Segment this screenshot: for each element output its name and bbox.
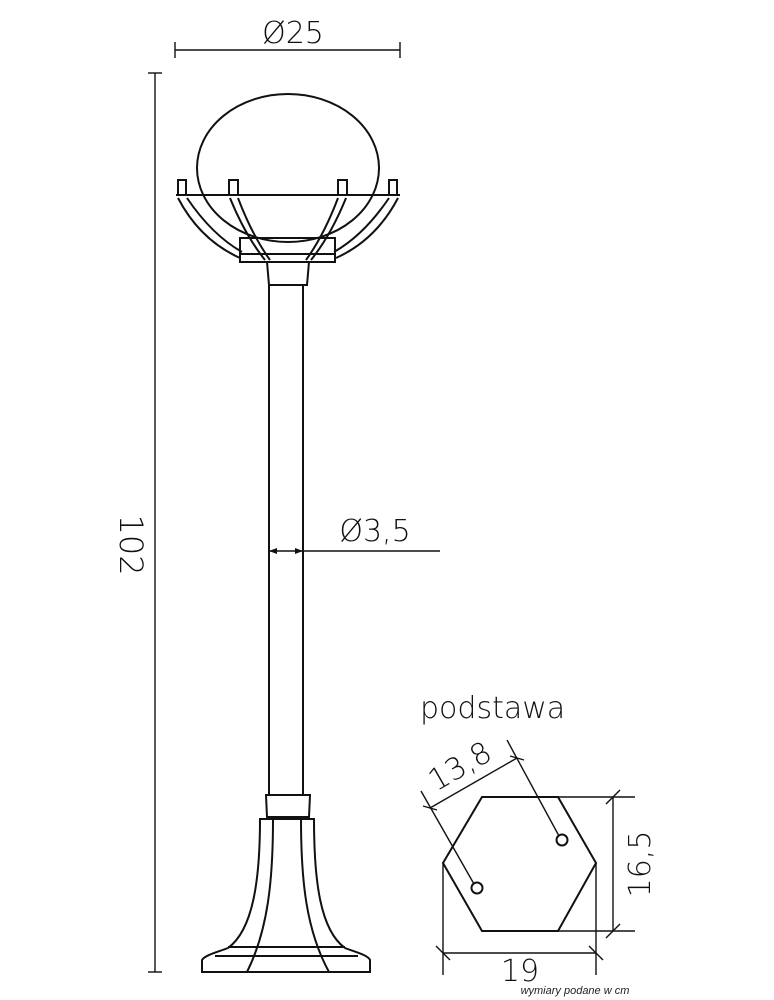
base-title: podstawa [420,691,565,726]
pole-diameter-label: Ø3,5 [339,514,410,549]
globe-diameter-dimension: Ø25 [174,16,401,58]
base-depth-label: 16,5 [623,831,658,898]
base-width-label: 19 [501,954,539,989]
lamp-base [201,794,371,973]
units-note: wymiary podane w cm [521,985,630,997]
base-plan: 13,8 16,5 19 [420,735,658,989]
pole [268,285,304,795]
height-dimension: 102 [112,72,162,973]
lamp-head [176,93,400,286]
height-label: 102 [112,514,150,575]
globe-diameter-label: Ø25 [262,16,324,51]
pole-diameter-dimension: Ø3,5 [269,514,440,554]
base-side-label: 13,8 [423,735,498,799]
